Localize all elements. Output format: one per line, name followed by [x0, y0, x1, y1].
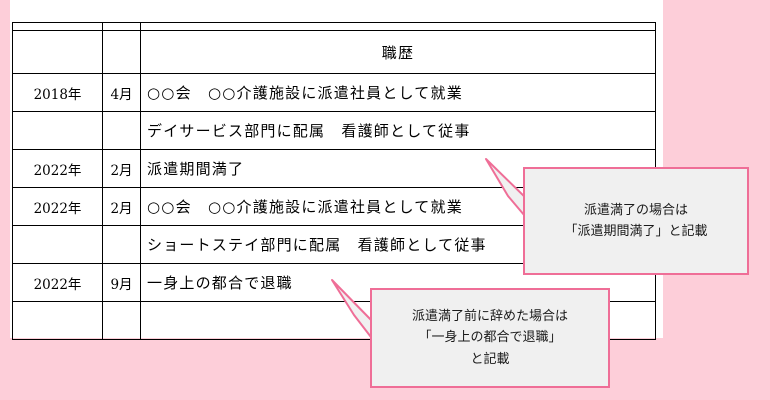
cell-year: 2022年 — [12, 149, 103, 188]
header-cell-year — [12, 30, 103, 74]
header-cell-month — [102, 30, 141, 74]
cell-month — [102, 301, 141, 340]
table-row — [12, 22, 656, 31]
cell-year: 2018年 — [12, 73, 103, 112]
cell-month: 4月 — [102, 73, 141, 112]
callout-ishinjo-no-tsugo: 派遣満了前に辞めた場合は 「一身上の都合で退職」 と記載 — [370, 288, 610, 388]
cell-year — [12, 22, 103, 31]
cell-month — [102, 225, 141, 264]
cell-year — [12, 225, 103, 264]
cell-description: ○○会 ○○介護施設に派遣社員として就業 — [140, 73, 656, 112]
callout-haken-manryo: 派遣満了の場合は 「派遣期間満了」と記載 — [523, 167, 749, 275]
callout-line: 派遣満了の場合は — [583, 202, 688, 218]
table-header-row: 職歴 — [12, 30, 656, 74]
callout-line: 「派遣期間満了」と記載 — [564, 224, 708, 239]
cell-description — [140, 22, 656, 31]
callout-line: 「一身上の都合で退職」 — [418, 330, 562, 346]
paper-sheet: 職歴 2018年 4月 ○○会 ○○介護施設に派遣社員として就業 デイサービス部… — [10, 0, 663, 340]
cell-description: デイサービス部門に配属 看護師として従事 — [140, 111, 656, 150]
cell-year: 2022年 — [12, 263, 103, 302]
work-history-table: 職歴 2018年 4月 ○○会 ○○介護施設に派遣社員として就業 デイサービス部… — [12, 22, 656, 340]
cell-year — [12, 301, 103, 340]
cell-year: 2022年 — [12, 187, 103, 226]
cell-month: 2月 — [102, 149, 141, 188]
callout-line: 派遣満了前に辞めた場合は — [411, 309, 568, 325]
cell-month: 2月 — [102, 187, 141, 226]
callout-line: と記載 — [470, 351, 510, 367]
cell-month: 9月 — [102, 263, 141, 302]
cell-year — [12, 111, 103, 150]
cell-month — [102, 111, 141, 150]
header-cell-title: 職歴 — [140, 30, 656, 74]
table-row: 2018年 4月 ○○会 ○○介護施設に派遣社員として就業 — [12, 73, 656, 112]
table-row: デイサービス部門に配属 看護師として従事 — [12, 111, 656, 150]
cell-month — [102, 22, 141, 31]
